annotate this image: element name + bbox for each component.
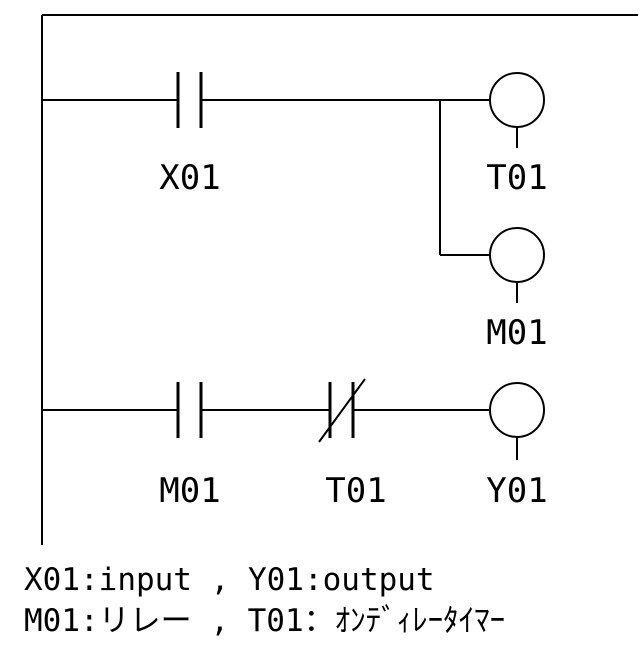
contact-t01-nc	[318, 378, 366, 443]
contact-m01-no	[176, 382, 203, 438]
coil-m01	[489, 227, 545, 303]
contact-t01-label: T01	[325, 471, 386, 511]
element-labels: X01 T01 M01 M01 T01 Y01	[159, 158, 547, 511]
coil-m01-label: M01	[486, 313, 547, 353]
contact-x01-no	[176, 72, 203, 128]
contact-t01-nc-slash	[318, 378, 366, 443]
rung1-wires	[42, 99, 491, 256]
contact-x01-label: X01	[159, 158, 220, 198]
power-rails	[41, 14, 638, 545]
coil-t01-label: T01	[486, 158, 547, 198]
contact-m01-label: M01	[159, 471, 220, 511]
coil-t01	[489, 72, 545, 148]
coil-t01-circle	[489, 72, 545, 128]
coil-m01-circle	[489, 227, 545, 283]
coil-y01-label: Y01	[486, 471, 547, 511]
legend-line1: X01:input , Y01:output	[24, 562, 435, 598]
coil-y01-circle	[489, 382, 545, 438]
legend: X01:input , Y01:output M01:リレー , T01：ｵﾝﾃ…	[24, 562, 505, 639]
coil-y01	[489, 382, 545, 460]
legend-line2: M01:リレー , T01：ｵﾝﾃﾞｨﾚｰﾀｲﾏｰ	[24, 603, 505, 639]
